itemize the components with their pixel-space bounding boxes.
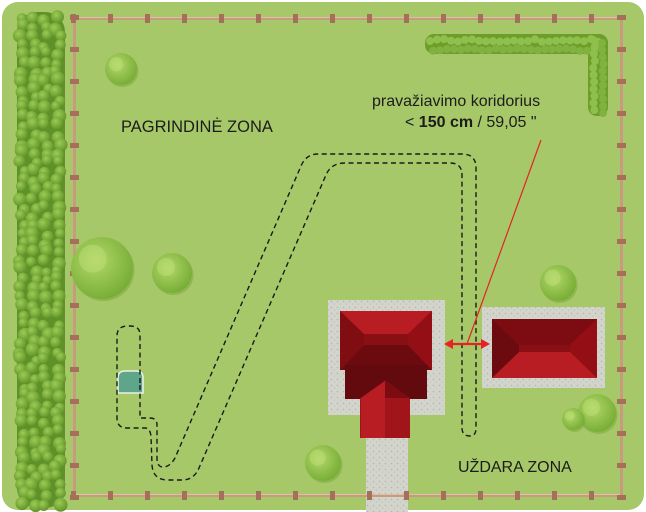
main-zone-label: PAGRINDINĖ ZONA [121,118,273,136]
tree-icon [152,253,194,295]
second-house-roof-icon [492,319,597,378]
corridor-imperial: 59,05 " [486,114,537,131]
trees [71,53,618,483]
tree-icon [540,265,578,303]
charging-station-icon [117,370,144,394]
fence-posts [70,14,626,500]
top-right-hedge [425,34,608,117]
boundary-wire [116,153,477,481]
corridor-separator: / [473,114,487,131]
corridor-pointer-line [466,139,542,345]
main-house-roof-icon [340,311,432,438]
corridor-size: < 150 cm / 59,05 " [405,114,537,132]
left-hedge [12,10,68,512]
corridor-prefix: < [405,114,419,131]
tree-icon [71,237,135,301]
closed-zone-label: UŽDARA ZONA [458,459,572,476]
tree-icon [305,445,343,483]
corridor-metric: 150 cm [418,114,474,131]
gravel-path [366,430,408,512]
tree-icon [578,394,618,434]
tree-icon [105,53,139,87]
corridor-title: pravažiavimo koridorius [372,93,541,110]
tree-icon [562,408,586,432]
double-arrow-icon [444,339,490,349]
